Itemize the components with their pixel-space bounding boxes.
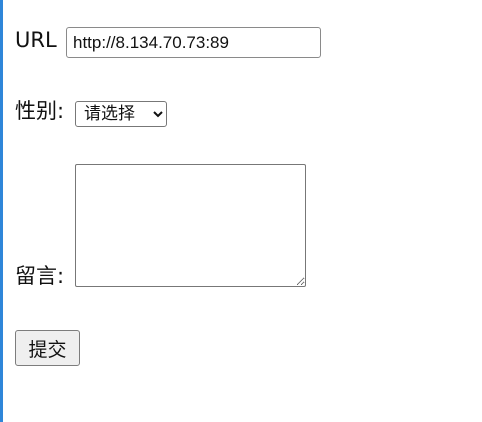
message-textarea[interactable] xyxy=(75,164,306,287)
url-label: URL xyxy=(15,28,57,52)
gender-label: 性别: xyxy=(15,99,65,123)
gender-select[interactable]: 请选择 xyxy=(75,101,167,127)
url-input[interactable] xyxy=(66,27,321,58)
message-label: 留言: xyxy=(15,264,65,288)
submit-button[interactable]: 提交 xyxy=(15,330,80,366)
